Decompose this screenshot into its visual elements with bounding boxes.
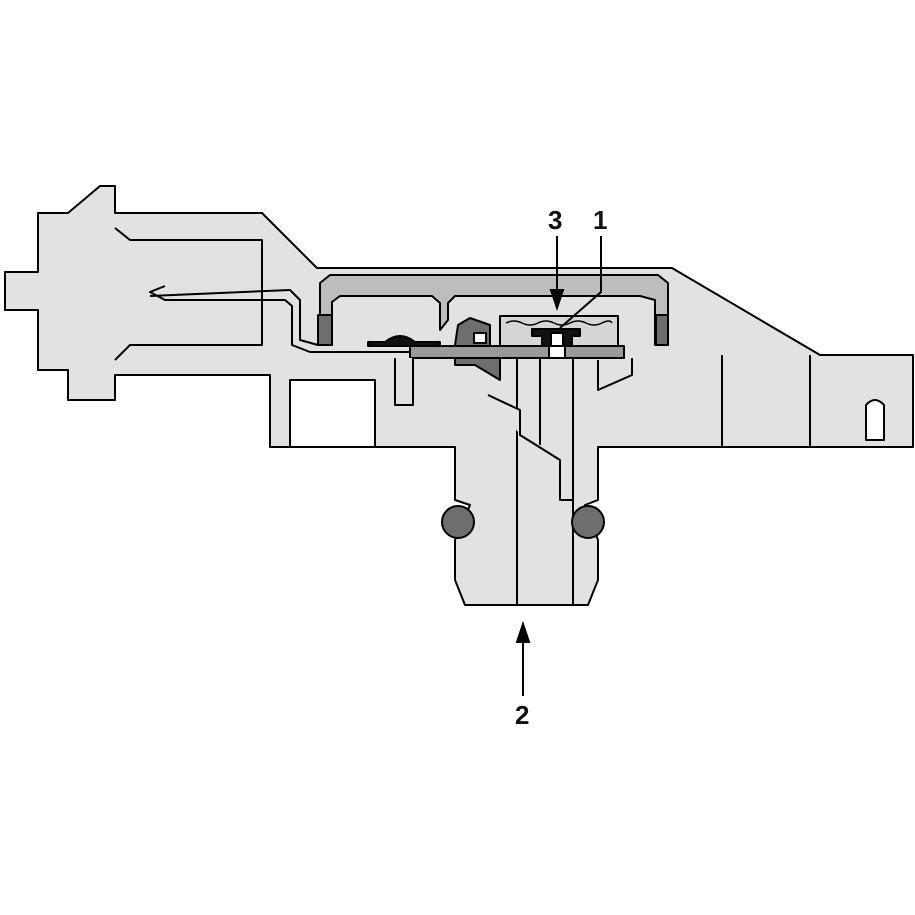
seal-left [317, 314, 333, 346]
circuit-board [409, 345, 625, 359]
cover [319, 274, 669, 346]
o-ring-right [571, 505, 605, 539]
label-1: 1 [593, 205, 607, 235]
arrow-head-3 [549, 289, 565, 312]
o-ring-left [441, 505, 475, 539]
housing-body [4, 185, 914, 606]
label-2: 2 [515, 700, 529, 730]
contact [367, 335, 441, 347]
arrow-head-2 [515, 620, 531, 643]
callout-line-1 [559, 236, 602, 329]
seal-right [655, 314, 669, 346]
label-3: 3 [548, 205, 562, 235]
